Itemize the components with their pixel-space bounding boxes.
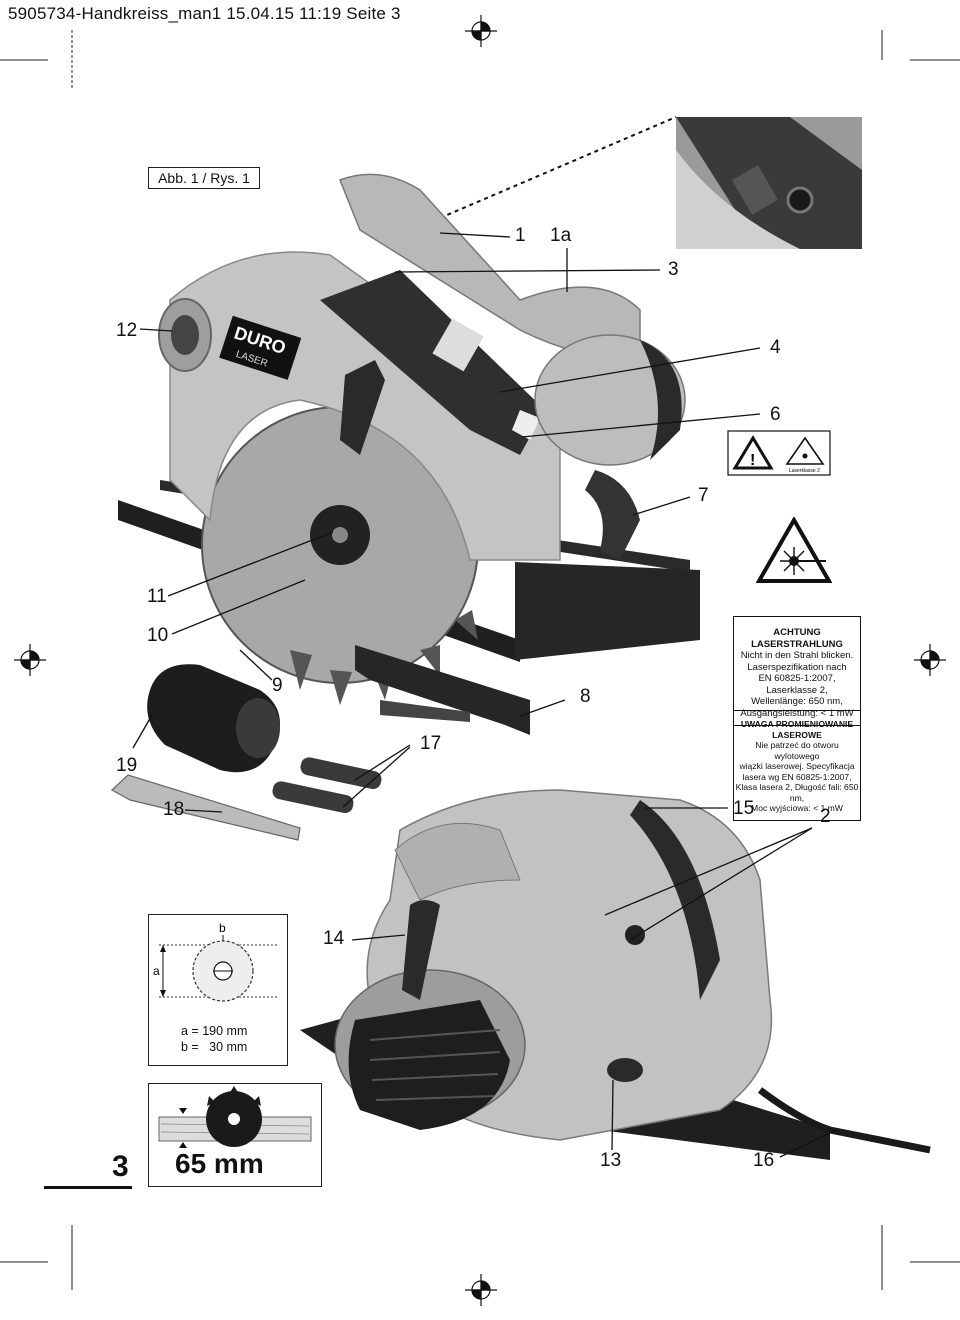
- callout-1: 1: [515, 225, 526, 246]
- blade-spec-text: a = 190 mm b = 30 mm: [181, 1023, 247, 1055]
- callout-3: 3: [668, 259, 679, 280]
- callout-4: 4: [770, 337, 781, 358]
- registration-mark-top: [465, 15, 497, 47]
- dim-b-label: b: [219, 921, 226, 935]
- laser-class-label: ! Laserklasse 2: [727, 430, 831, 476]
- parallel-guide: [355, 645, 530, 735]
- dust-adapter: [147, 664, 280, 773]
- hex-key: [110, 774, 301, 841]
- callout-18: 18: [163, 799, 185, 820]
- callout-10: 10: [147, 625, 169, 646]
- blade-diameter: a = 190 mm: [181, 1024, 248, 1038]
- callout-12: 12: [116, 320, 138, 341]
- svg-text:!: !: [750, 452, 755, 469]
- page-number: 3: [112, 1150, 129, 1183]
- registration-mark-right: [914, 644, 946, 676]
- registration-mark-left: [14, 644, 46, 676]
- dim-a-label: a: [153, 964, 160, 978]
- warning-pl-line: Nie patrzeć do otworu wylotowego: [755, 740, 839, 761]
- blade-spec-box: b a a = 190 mm b = 30 mm: [148, 914, 288, 1066]
- callout-7: 7: [698, 485, 709, 506]
- warning-pl-title: UWAGA PROMIENIOWANIE LASEROWE: [740, 719, 854, 740]
- warning-de-line: Wellenlänge: 650 nm,: [751, 696, 843, 707]
- callout-17: 17: [420, 733, 442, 754]
- warning-de-line: EN 60825-1:2007,: [758, 673, 836, 684]
- cut-depth-box: 65 mm: [148, 1083, 322, 1187]
- detail-inset: [676, 117, 862, 249]
- hazard-triangle-icon: [732, 435, 774, 470]
- warning-de-line: Laserklasse 2,: [766, 684, 828, 696]
- warning-de-line: Ausgangsleistung: < 1 mW: [740, 707, 854, 719]
- blade-bore: b = 30 mm: [181, 1040, 248, 1054]
- warning-de-title: ACHTUNG LASERSTRAHLUNG: [751, 627, 843, 650]
- saw-rear-view: [300, 789, 931, 1160]
- laser-warning-de: ACHTUNG LASERSTRAHLUNG Nicht in den Stra…: [733, 616, 861, 726]
- cut-depth-diagram: [158, 1086, 312, 1148]
- callout-19: 19: [116, 755, 138, 776]
- page-number-rule: [44, 1186, 132, 1189]
- laser-class-text: Laserklasse 2: [789, 468, 820, 474]
- duro-logo: DURO LASER: [219, 315, 302, 380]
- warning-de-line: Nicht in den Strahl blicken.: [740, 650, 854, 661]
- cut-depth-value: 65 mm: [175, 1148, 264, 1179]
- leader-lines: [132, 232, 837, 1158]
- callout-1a: 1a: [550, 225, 572, 246]
- laser-warning-pl: UWAGA PROMIENIOWANIE LASEROWE Nie patrze…: [733, 710, 861, 821]
- callout-13: 13: [600, 1150, 622, 1171]
- batteries: [272, 757, 382, 814]
- blade-dimension-diagram: b a: [153, 921, 279, 1002]
- callout-15: 15: [733, 798, 755, 819]
- warning-pl-line: Moc wyjściowa: < 1 mW: [751, 803, 843, 813]
- laser-warning-triangle-icon: [756, 517, 832, 583]
- callout-14: 14: [323, 928, 345, 949]
- page-header: 5905734-Handkreiss_man1 15.04.15 11:19 S…: [8, 4, 401, 23]
- warning-pl-line: Klasa lasera 2, Długość fali: 650 nm,: [735, 782, 859, 803]
- warning-de-line: Laserspezifikation nach: [747, 661, 847, 673]
- callout-6: 6: [770, 404, 781, 425]
- laser-hazard-icon: [785, 436, 825, 465]
- registration-mark-bottom: [465, 1274, 497, 1306]
- warning-pl-line: wiązki laserowej. Specyfikacja: [739, 761, 855, 771]
- callout-2: 2: [820, 806, 831, 827]
- figure-label: Abb. 1 / Rys. 1: [148, 167, 260, 189]
- callout-16: 16: [753, 1150, 775, 1171]
- callout-8: 8: [580, 686, 591, 707]
- callout-9: 9: [272, 675, 283, 696]
- inset-pointer: [439, 116, 677, 219]
- warning-pl-line: lasera wg EN 60825-1:2007,: [742, 771, 852, 782]
- callout-11: 11: [147, 586, 167, 607]
